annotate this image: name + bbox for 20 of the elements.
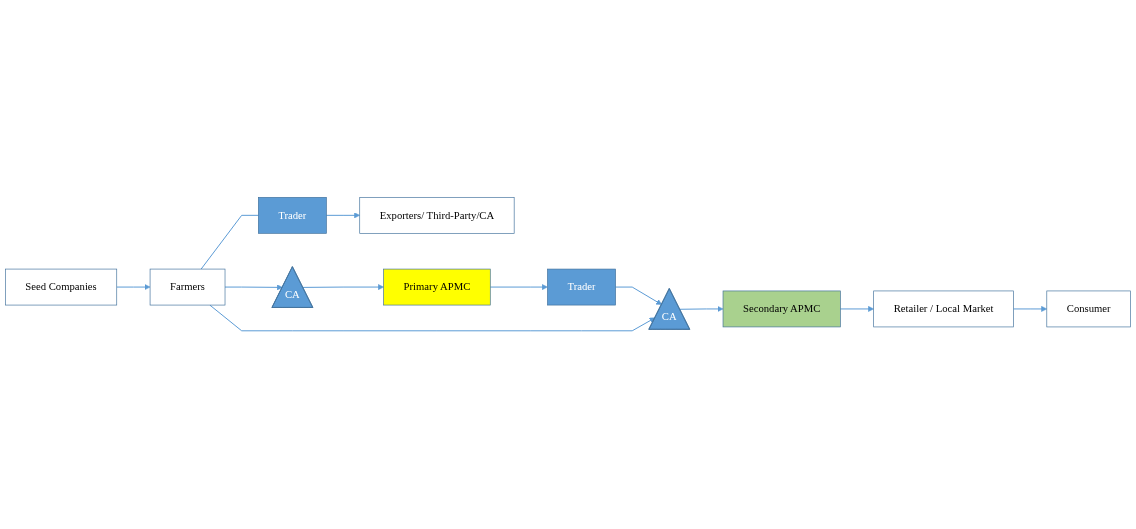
arrow [224,284,283,291]
node-box: Trader [547,269,616,306]
node-box: Seed Companies [5,269,118,306]
connector [200,215,259,270]
node-box: Consumer [1046,291,1131,328]
arrow [209,305,656,332]
node-box: Exporters/ Third-Party/CA [359,197,515,235]
arrow [679,306,724,313]
arrow [615,287,662,306]
node-box: Primary APMC [383,269,491,306]
node-box: Retailer / Local Market [873,291,1014,328]
arrow [489,284,548,291]
arrow [1012,306,1048,313]
node-box: Trader [258,197,327,235]
arrow [302,284,384,291]
node-box: Farmers [149,269,226,306]
arrow [325,212,360,219]
arrow [116,284,151,291]
node-box: Secondary APMC [722,291,841,328]
arrow [839,306,874,313]
